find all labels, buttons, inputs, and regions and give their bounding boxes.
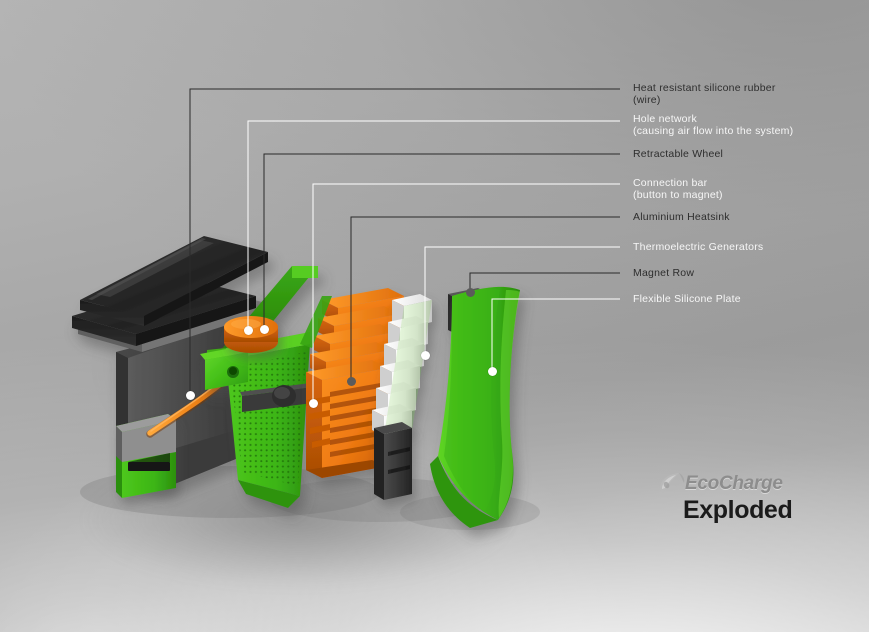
callout-label-thermoelectric-generators: Thermoelectric Generators: [633, 241, 763, 253]
callout-label-heat-resistant-silicone-rubber: Heat resistant silicone rubber(wire): [633, 82, 776, 107]
callout-dot-retractable-wheel: [259, 324, 269, 334]
callout-label-subtext: (causing air flow into the system): [633, 125, 794, 138]
callout-label-text: Connection bar: [633, 177, 708, 189]
leader-line-hole-network: [247, 120, 620, 330]
callout-label-subtext: (wire): [633, 94, 661, 107]
callout-label-subtext: (button to magnet): [633, 189, 723, 202]
brand-name: EcoCharge: [685, 473, 783, 494]
part-usb-connector: [116, 414, 176, 498]
part-hole-network-plate: [200, 266, 318, 508]
callout-label-text: Flexible Silicone Plate: [633, 293, 741, 305]
brand-subtitle: Exploded: [683, 496, 793, 524]
callout-dot-aluminium-heatsink: [346, 376, 356, 386]
callout-dot-connection-bar: [308, 398, 318, 408]
callout-label-text: Heat resistant silicone rubber: [633, 82, 776, 94]
leaf-swoosh-icon: [659, 473, 685, 493]
callout-label-magnet-row: Magnet Row: [633, 267, 694, 279]
callout-label-aluminium-heatsink: Aluminium Heatsink: [633, 211, 730, 223]
callout-label-text: Thermoelectric Generators: [633, 241, 764, 253]
part-flexible-silicone-plate: [430, 286, 520, 528]
callout-label-text: Retractable Wheel: [633, 148, 724, 160]
callout-dot-flexible-silicone-plate: [487, 366, 497, 376]
callout-label-text: Magnet Row: [633, 267, 695, 279]
leader-line-magnet-row: [469, 272, 620, 292]
leader-line-aluminium-heatsink: [350, 216, 620, 381]
leader-line-retractable-wheel: [263, 153, 620, 329]
callout-dot-hole-network: [243, 325, 253, 335]
part-green-support-fin: [300, 296, 332, 348]
callout-dot-magnet-row: [465, 287, 475, 297]
part-aluminium-heatsink: [306, 288, 404, 478]
callout-label-connection-bar: Connection bar(button to magnet): [633, 177, 723, 202]
callout-label-flexible-silicone-plate: Flexible Silicone Plate: [633, 293, 741, 305]
callout-dot-thermoelectric-generators: [420, 350, 430, 360]
callout-dot-heat-resistant-silicone-rubber: [185, 390, 195, 400]
brand-logo: EcoCharge Exploded: [657, 472, 797, 528]
callout-label-hole-network: Hole network(causing air flow into the s…: [633, 113, 793, 138]
leader-line-heat-resistant-silicone-rubber: [189, 88, 620, 395]
callout-label-text: Hole network: [633, 113, 697, 125]
leader-line-flexible-silicone-plate: [491, 298, 620, 371]
leader-line-thermoelectric-generators: [424, 246, 620, 355]
leader-line-connection-bar: [312, 183, 620, 403]
callout-label-list: Heat resistant silicone rubber(wire) Hole…: [633, 0, 869, 632]
callout-label-retractable-wheel: Retractable Wheel: [633, 148, 723, 160]
callout-label-text: Aluminium Heatsink: [633, 211, 730, 223]
